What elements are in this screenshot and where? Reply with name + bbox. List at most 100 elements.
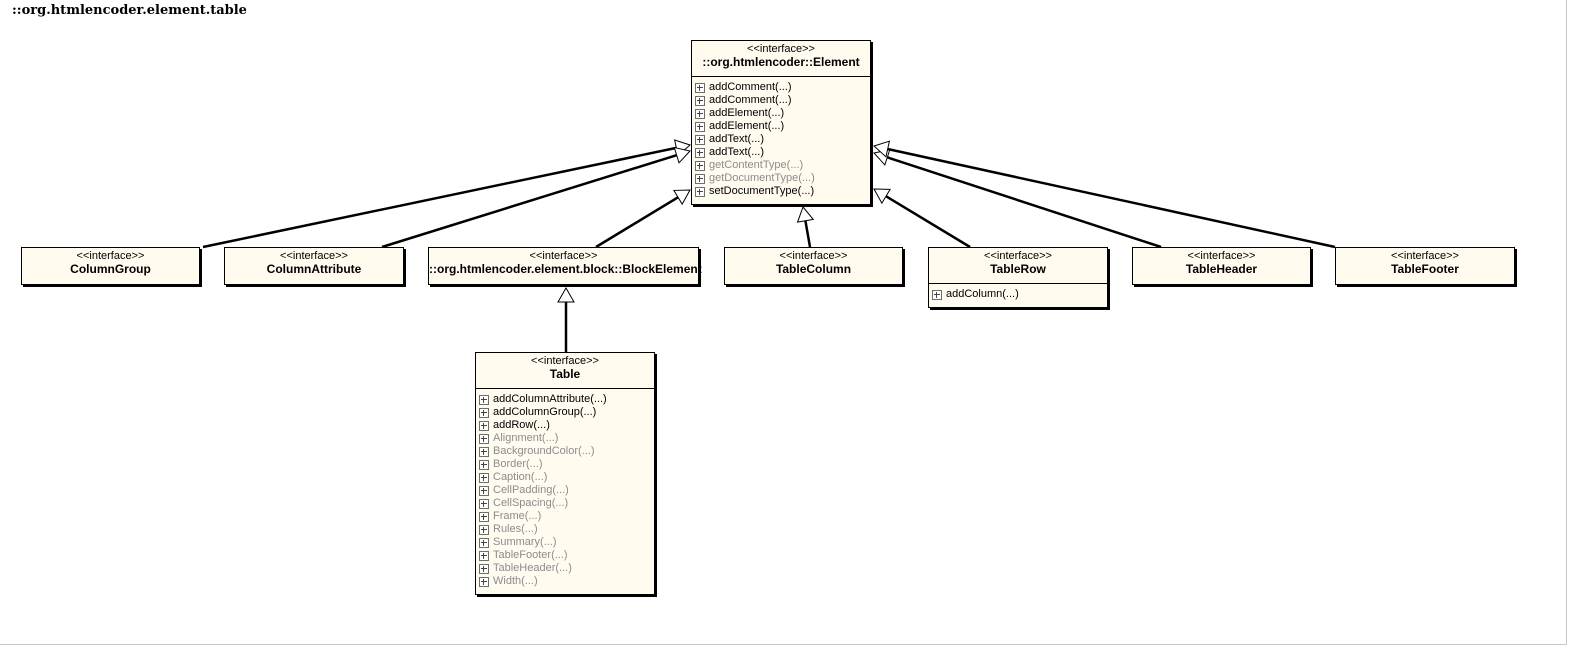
operation-name: addColumn(...) [946, 288, 1019, 300]
expand-plus-icon[interactable] [695, 82, 705, 93]
operation-name: setDocumentType(...) [709, 185, 815, 197]
operation-item[interactable]: addRow(...) [479, 419, 654, 432]
operations-list: addColumn(...) [929, 283, 1107, 301]
operation-name: addElement(...) [709, 107, 785, 119]
edge-columngroup-element [202, 146, 677, 249]
operation-item[interactable]: addColumnAttribute(...) [479, 393, 654, 406]
expand-plus-icon[interactable] [695, 186, 705, 197]
operation-item[interactable]: getDocumentType(...) [695, 172, 870, 185]
operation-item[interactable]: Width(...) [479, 575, 654, 588]
operation-item[interactable]: addComment(...) [695, 81, 870, 94]
expand-plus-icon[interactable] [479, 563, 489, 574]
class-table-row[interactable]: <<interface>> TableRow addColumn(...) [928, 247, 1108, 308]
expand-plus-icon[interactable] [479, 524, 489, 535]
stereotype-label: <<interface>> [747, 43, 815, 55]
expand-plus-icon[interactable] [479, 446, 489, 457]
operation-name: addColumnGroup(...) [493, 406, 597, 418]
expand-plus-icon[interactable] [695, 95, 705, 106]
expand-plus-icon[interactable] [479, 498, 489, 509]
class-element[interactable]: <<interface>> ::org.htmlencoder::Element… [691, 40, 871, 205]
operation-name: TableFooter(...) [493, 549, 568, 561]
class-table-header[interactable]: <<interface>> TableHeader [1132, 247, 1311, 285]
stereotype-label: <<interface>> [779, 250, 848, 262]
expand-plus-icon[interactable] [695, 173, 705, 184]
expand-plus-icon[interactable] [932, 289, 942, 300]
operation-item[interactable]: TableHeader(...) [479, 562, 654, 575]
generalization-arrowhead [796, 206, 815, 223]
expand-plus-icon[interactable] [695, 147, 705, 158]
operation-name: addText(...) [709, 146, 765, 158]
edge-columnattribute-element [381, 153, 678, 249]
class-name: TableFooter [1391, 262, 1459, 276]
expand-plus-icon[interactable] [479, 394, 489, 405]
stereotype-label: <<interface>> [531, 355, 599, 367]
edge-tableheader-element [886, 156, 1162, 249]
operation-item[interactable]: CellSpacing(...) [479, 497, 654, 510]
operation-name: addComment(...) [709, 81, 792, 93]
class-table-column[interactable]: <<interface>> TableColumn [724, 247, 903, 285]
stereotype-label: <<interface>> [1391, 250, 1459, 262]
operation-item[interactable]: BackgroundColor(...) [479, 445, 654, 458]
expand-plus-icon[interactable] [695, 160, 705, 171]
operation-item[interactable]: Caption(...) [479, 471, 654, 484]
stereotype-label: <<interface>> [280, 250, 348, 262]
operation-name: addText(...) [709, 133, 765, 145]
operation-name: addElement(...) [709, 120, 785, 132]
class-column-attribute[interactable]: <<interface>> ColumnAttribute [224, 247, 404, 285]
operation-item[interactable]: setDocumentType(...) [695, 185, 870, 198]
operations-list: addColumnAttribute(...)addColumnGroup(..… [476, 388, 654, 588]
operation-name: addColumnAttribute(...) [493, 393, 607, 405]
expand-plus-icon[interactable] [695, 121, 705, 132]
operation-item[interactable]: addText(...) [695, 133, 870, 146]
expand-plus-icon[interactable] [479, 459, 489, 470]
operation-item[interactable]: CellPadding(...) [479, 484, 654, 497]
class-name: TableHeader [1185, 262, 1258, 276]
operation-item[interactable]: addElement(...) [695, 120, 870, 133]
operation-name: CellPadding(...) [493, 484, 569, 496]
stereotype-label: <<interface>> [76, 250, 145, 262]
edge-tablecolumn-element [804, 220, 812, 248]
operation-name: Border(...) [493, 458, 543, 470]
operation-item[interactable]: getContentType(...) [695, 159, 870, 172]
operation-item[interactable]: addElement(...) [695, 107, 870, 120]
class-block-element[interactable]: <<interface>> ::org.htmlencoder.element.… [428, 247, 702, 285]
operation-item[interactable]: Rules(...) [479, 523, 654, 536]
operation-item[interactable]: Summary(...) [479, 536, 654, 549]
class-table-footer[interactable]: <<interface>> TableFooter [1335, 247, 1515, 285]
expand-plus-icon[interactable] [479, 576, 489, 587]
expand-plus-icon[interactable] [479, 420, 489, 431]
operation-item[interactable]: Border(...) [479, 458, 654, 471]
expand-plus-icon[interactable] [479, 537, 489, 548]
edge-blockelement-element [595, 196, 679, 249]
expand-plus-icon[interactable] [695, 108, 705, 119]
operation-item[interactable]: addColumnGroup(...) [479, 406, 654, 419]
operation-name: TableHeader(...) [493, 562, 572, 574]
operation-item[interactable]: addColumn(...) [932, 288, 1107, 301]
edge-tablerow-element [885, 195, 971, 249]
class-name: Table [549, 367, 581, 381]
operation-item[interactable]: addComment(...) [695, 94, 870, 107]
expand-plus-icon[interactable] [479, 407, 489, 418]
operation-item[interactable]: Alignment(...) [479, 432, 654, 445]
class-name: ::org.htmlencoder.element.block::BlockEl… [429, 262, 702, 276]
expand-plus-icon[interactable] [479, 433, 489, 444]
class-name: ::org.htmlencoder::Element [702, 55, 860, 69]
expand-plus-icon[interactable] [479, 472, 489, 483]
operation-item[interactable]: TableFooter(...) [479, 549, 654, 562]
expand-plus-icon[interactable] [479, 550, 489, 561]
operation-name: Alignment(...) [493, 432, 559, 444]
class-table[interactable]: <<interface>> Table addColumnAttribute(.… [475, 352, 655, 595]
operation-item[interactable]: Frame(...) [479, 510, 654, 523]
operation-name: addComment(...) [709, 94, 792, 106]
expand-plus-icon[interactable] [479, 485, 489, 496]
operations-list: addComment(...)addComment(...)addElement… [692, 76, 870, 198]
expand-plus-icon[interactable] [695, 134, 705, 145]
operation-name: Width(...) [493, 575, 538, 587]
operation-name: Frame(...) [493, 510, 542, 522]
operation-name: BackgroundColor(...) [493, 445, 595, 457]
diagram-title: ::org.htmlencoder.element.table [12, 3, 247, 18]
operation-item[interactable]: addText(...) [695, 146, 870, 159]
expand-plus-icon[interactable] [479, 511, 489, 522]
class-column-group[interactable]: <<interface>> ColumnGroup [21, 247, 200, 285]
